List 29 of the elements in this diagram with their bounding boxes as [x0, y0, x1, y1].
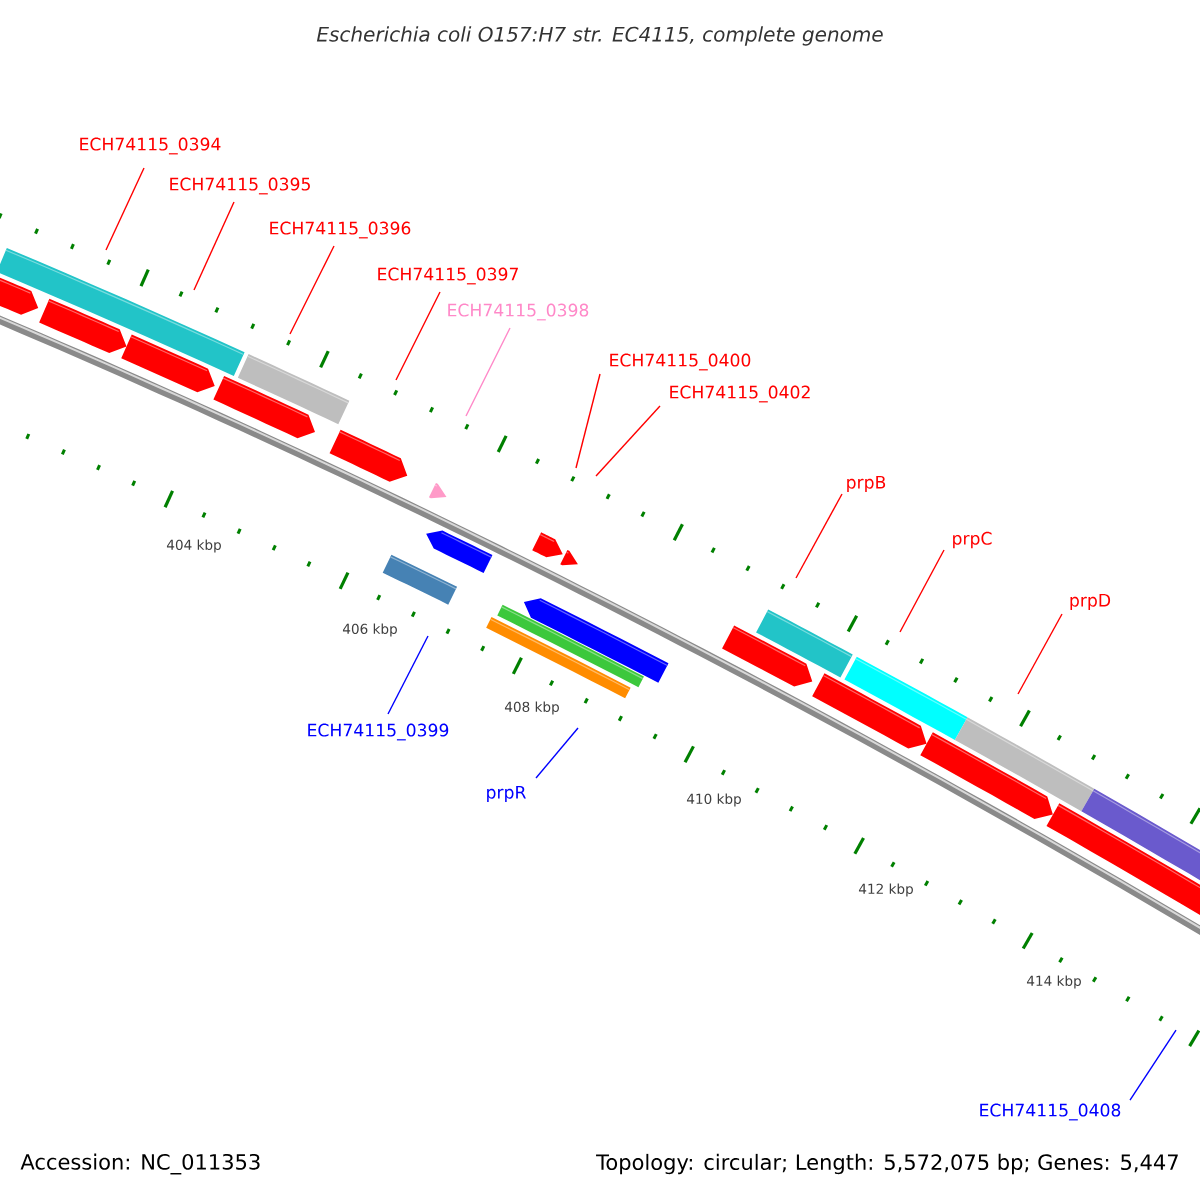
leader-line [899, 549, 945, 633]
leader-line [465, 327, 511, 417]
leader-line [1129, 1029, 1177, 1101]
gene-label: ECH74115_0394 [80, 137, 221, 155]
gene-label: ECH74115_0398 [448, 303, 589, 321]
leader-line [1017, 613, 1063, 695]
gene-label: ECH74115_0395 [170, 177, 310, 195]
gene-label: prpC [953, 531, 992, 549]
leader-line [387, 635, 429, 715]
gene-label: ECH74115_0396 [270, 221, 411, 239]
leader-line [193, 201, 235, 291]
gene-label: ECH74115_0400 [610, 353, 751, 371]
gene-label: prpR [487, 786, 526, 803]
gene-label: ECH74115_0397 [378, 267, 518, 285]
gene-label: ECH74115_0399 [308, 723, 449, 741]
leader-line [535, 727, 579, 779]
leader-line [289, 245, 335, 335]
gene-label: prpB [847, 475, 886, 493]
leader-line [575, 373, 601, 469]
gene-label: prpD [1070, 593, 1111, 611]
leader-line [795, 493, 843, 579]
title: Escherichia coli O157:H7 str. EC4115, complete genome [316, 26, 883, 46]
leader-line [395, 291, 441, 381]
accession-text: Accession: NC_011353 [20, 1153, 260, 1175]
leader-line [595, 405, 661, 477]
gene-label: ECH74115_0402 [670, 385, 810, 403]
leader-line [105, 167, 145, 251]
gene-label: ECH74115_0408 [980, 1103, 1121, 1121]
genome-info-text: Topology: circular; Length: 5,572,075 bp; Genes: 5,447 [596, 1153, 1178, 1175]
